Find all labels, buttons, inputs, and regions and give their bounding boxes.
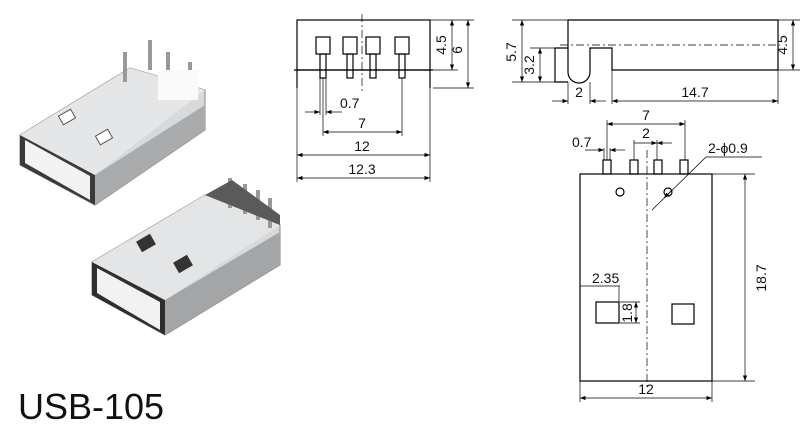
connector-photo-top <box>19 40 206 206</box>
bottom-view: 7 2 0.7 2-ϕ0.9 2.35 1.8 18.7 12 <box>572 107 769 402</box>
model-title: USB-105 <box>18 386 165 427</box>
dim-front-height-total: 6 <box>449 46 465 54</box>
dim-bottom-pin-pitch: 2 <box>642 125 650 141</box>
dim-front-pin-span: 7 <box>358 115 366 131</box>
dim-bottom-length: 18.7 <box>753 264 769 291</box>
dim-side-height-low: 3.2 <box>521 55 537 75</box>
dim-bottom-pin-span: 7 <box>642 107 650 123</box>
side-view: 5.7 3.2 4.5 2 14.7 <box>503 19 800 104</box>
dim-side-length: 14.7 <box>681 84 708 100</box>
dim-front-height-body: 4.5 <box>433 35 449 55</box>
dim-bottom-hole: 2-ϕ0.9 <box>708 140 748 156</box>
dim-front-pin-width: 0.7 <box>340 95 360 111</box>
dim-bottom-window-height: 1.8 <box>619 303 635 323</box>
dim-side-height-total: 5.7 <box>503 42 519 62</box>
front-view: 4.5 6 0.7 7 12 12.3 <box>294 14 474 182</box>
dim-side-offset: 2 <box>575 84 583 100</box>
dim-bottom-width: 12 <box>638 381 654 397</box>
connector-photo-bottom <box>91 178 281 336</box>
dim-bottom-pin-width: 0.7 <box>572 134 592 150</box>
dim-front-width-outer: 12.3 <box>348 161 375 177</box>
dim-front-width-inner: 12 <box>354 138 370 154</box>
dim-side-height-right: 4.5 <box>774 35 790 55</box>
dim-bottom-window-offset: 2.35 <box>592 270 619 286</box>
